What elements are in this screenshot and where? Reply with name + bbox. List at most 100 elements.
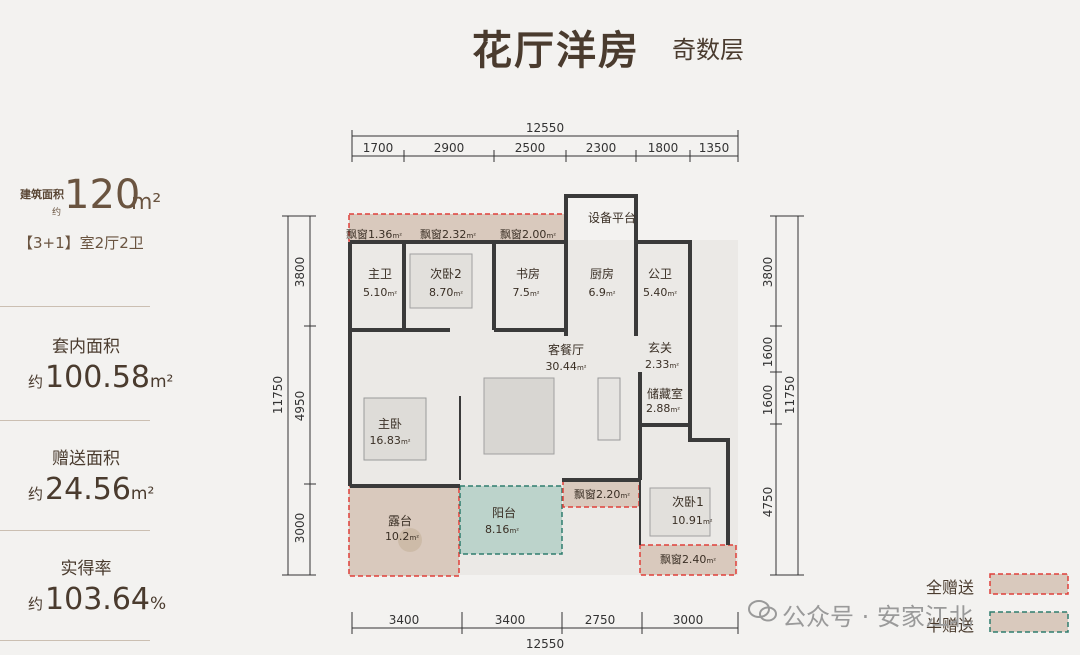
room-area: 2.20 (596, 488, 621, 501)
dim-right-2: 1600 (761, 337, 775, 368)
build-area-unit: m² (131, 190, 162, 215)
room-area-value: 5.40 (643, 286, 668, 299)
room-unit: m² (706, 557, 716, 565)
dim-top-3: 2500 (515, 141, 546, 155)
master-bed (363, 397, 427, 461)
room-name: 玄关 (648, 340, 672, 355)
dim-top-total: 12550 (526, 121, 564, 135)
legend-half-label: 半赠送 (926, 616, 975, 635)
room-area: 2.88m² (646, 402, 680, 415)
room-unit: m² (667, 290, 677, 298)
room-name: 次卧2 (430, 267, 462, 281)
page-subtitle: 奇数层 (672, 36, 744, 64)
room-unit: m² (669, 362, 679, 370)
dim-left-total: 11750 (271, 376, 285, 414)
room-label: 飘窗2.32m² (420, 227, 476, 241)
dim-left-3: 3000 (293, 513, 307, 544)
room-name: 次卧1 (672, 495, 704, 509)
dining-table (597, 377, 621, 441)
stat-prefix: 约 (28, 485, 44, 503)
dim-bottom-total: 12550 (526, 637, 564, 651)
room-area: 1.36 (368, 228, 393, 241)
room-area-value: 16.83 (369, 434, 401, 447)
legend-half-swatch (989, 611, 1069, 633)
room-area: 16.83m² (369, 434, 410, 447)
room-area: 30.44m² (545, 360, 586, 373)
build-area-label-text: 建筑面积 (20, 188, 64, 201)
second-bed (409, 253, 473, 309)
room-area-value: 10.2 (385, 530, 410, 543)
sofa-area (483, 377, 555, 455)
right-dimension-lines (770, 215, 804, 576)
dim-bottom-4: 3000 (673, 613, 704, 627)
legend-full-swatch (989, 573, 1069, 595)
room-label: 飘窗2.00m² (500, 227, 556, 241)
legend-full-label: 全赠送 (926, 578, 975, 597)
room-unit: m² (546, 232, 556, 240)
top-dimension-lines (351, 130, 739, 162)
room-area-value: 6.9 (588, 286, 606, 299)
room-name: 阳台 (492, 505, 516, 520)
room-area: 5.40m² (643, 286, 677, 299)
room-area: 2.40 (682, 553, 707, 566)
stat-number: 103.64 (45, 582, 150, 617)
dim-right-3: 1600 (761, 385, 775, 416)
room-label: 飘窗1.36m² (346, 227, 402, 241)
dim-bottom-1: 3400 (389, 613, 420, 627)
stat-value-inner: 约100.58m² (28, 360, 173, 395)
room-unit: m² (606, 290, 616, 298)
dim-top-5: 1800 (648, 141, 679, 155)
room-unit: m² (401, 438, 411, 446)
dim-bottom-3: 2750 (585, 613, 616, 627)
room-unit: m² (453, 290, 463, 298)
stat-value-gift: 约24.56m² (28, 472, 154, 507)
room-area-value: 30.44 (545, 360, 577, 373)
room-area: 2.00 (522, 228, 547, 241)
dim-right-total: 11750 (783, 376, 797, 414)
divider (0, 306, 150, 307)
room-area: 10.2m² (385, 530, 419, 543)
dim-top-6: 1350 (699, 141, 730, 155)
room-area-value: 2.33 (645, 358, 670, 371)
room-name: 主卫 (368, 267, 392, 281)
room-unit: m² (577, 364, 587, 372)
dim-bottom-2: 3400 (495, 613, 526, 627)
header: 花厅洋房 奇数层 (0, 12, 1080, 74)
room-area-value: 7.5 (512, 286, 530, 299)
room-name: 设备平台 (588, 210, 636, 225)
room-unit: m² (620, 492, 630, 500)
stat-prefix: 约 (28, 373, 44, 391)
room-area: 10.91m² (671, 514, 712, 527)
stat-suffix: m² (150, 372, 174, 392)
room-name: 书房 (516, 266, 540, 281)
room-unit: m² (703, 518, 713, 526)
room-unit: m² (387, 290, 397, 298)
room-name: 公卫 (648, 267, 672, 281)
room-name: 飘窗 (420, 227, 442, 241)
dim-right-1: 3800 (761, 257, 775, 288)
interior-walls (459, 396, 641, 545)
divider (0, 530, 150, 531)
room-area-value: 8.70 (429, 286, 454, 299)
room-label: 飘窗2.40m² (660, 552, 716, 566)
room-unit: m² (392, 232, 402, 240)
room-area-value: 2.88 (646, 402, 671, 415)
room-name: 主卧 (378, 417, 402, 431)
wechat-icon (748, 600, 777, 622)
room-label: 飘窗2.20m² (574, 487, 630, 501)
room-area: 2.32 (442, 228, 467, 241)
divider (0, 640, 150, 641)
bay-window-mid-zone (562, 480, 640, 508)
room-unit: m² (466, 232, 476, 240)
bay-window-bottom-zone (639, 544, 737, 576)
room-name: 厨房 (590, 266, 614, 281)
stat-value-rate: 约103.64% (28, 582, 166, 617)
room-unit: m² (670, 406, 680, 414)
room-area: 8.70m² (429, 286, 463, 299)
watermark: 公众号 · 安家江北 (782, 603, 973, 631)
dim-right-4: 4750 (761, 487, 775, 518)
room-unit: m² (409, 534, 419, 542)
stat-label-gift: 赠送面积 (52, 449, 120, 469)
dim-top-1: 1700 (363, 141, 394, 155)
